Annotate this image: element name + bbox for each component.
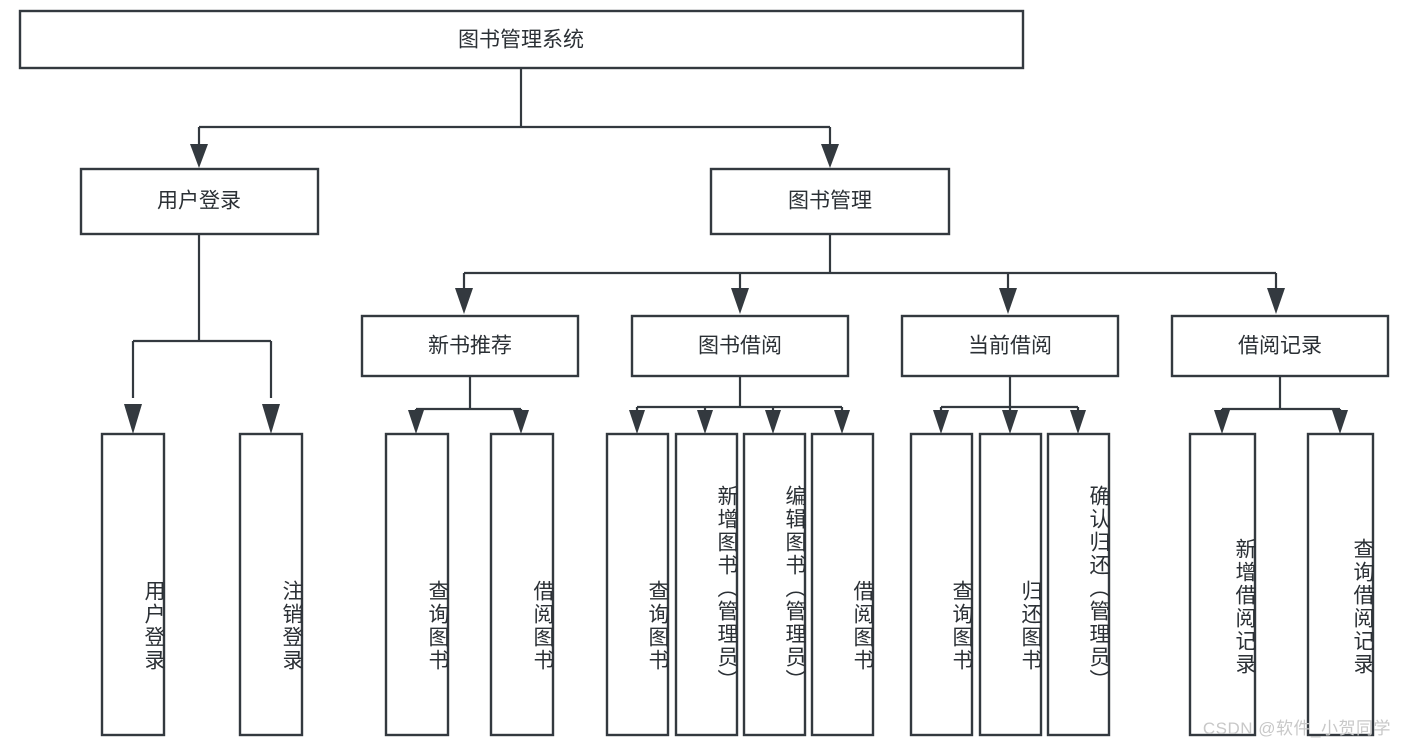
label-root: 图书管理系统 [458, 29, 584, 52]
node-box-root[interactable] [18, 9, 1025, 70]
arrow-head-leaf-user-login [124, 404, 142, 434]
connectors-current-borrow-to-leaves [933, 376, 1086, 434]
connectors-book-mgmt-to-level3 [455, 234, 1285, 314]
arrow-head-borrow-record [1267, 288, 1285, 314]
arrow-head-book-borrow [731, 288, 749, 314]
node-box-user-login[interactable] [79, 167, 320, 236]
arrow-head-cb-leaf3 [1070, 410, 1086, 434]
connectors-user-login-to-leaves [124, 234, 280, 434]
csdn-watermark: CSDN @软件_小贺同学 [1202, 719, 1391, 738]
arrow-head-nb-leaf2 [513, 410, 529, 434]
node-box-book-management[interactable] [709, 167, 951, 236]
connectors-root-to-level2 [190, 68, 839, 168]
leaf-box-borrow-record-1[interactable] [1306, 432, 1375, 737]
arrow-head-current-borrow [999, 288, 1017, 314]
leaf-box-new-book-0[interactable] [384, 432, 450, 737]
leaf-box-new-book-1[interactable] [489, 432, 555, 737]
label-current-borrow: 当前借阅 [968, 335, 1052, 358]
leaf-box-book-borrow-0[interactable] [605, 432, 670, 737]
arrow-head-leaf-logout [262, 404, 280, 434]
arrow-head-cb-leaf1 [933, 410, 949, 434]
connectors-new-book-to-leaves [408, 376, 529, 434]
leaf-box-user-login-1[interactable] [238, 432, 304, 737]
leaf-box-book-borrow-3[interactable] [810, 432, 875, 737]
arrow-head-nb-leaf1 [408, 410, 424, 434]
arrow-head-new-book [455, 288, 473, 314]
arrow-head-user-login [190, 144, 208, 168]
arrow-head-bb-leaf4 [834, 410, 850, 434]
label-borrow-record: 借阅记录 [1238, 335, 1322, 358]
leaf-box-current-borrow-2[interactable] [1046, 432, 1111, 737]
arrow-head-book-mgmt [821, 144, 839, 168]
arrow-head-cb-leaf2 [1002, 410, 1018, 434]
leaf-box-borrow-record-0[interactable] [1188, 432, 1257, 737]
node-box-new-book-recommend[interactable] [360, 314, 580, 378]
connectors-book-borrow-to-leaves [629, 376, 850, 434]
arrow-head-br-leaf1 [1214, 410, 1230, 434]
leaf-box-user-login-0[interactable] [100, 432, 166, 737]
label-new-book-recommend: 新书推荐 [428, 335, 512, 358]
label-user-login: 用户登录 [157, 190, 241, 213]
label-book-management: 图书管理 [788, 190, 872, 213]
label-book-borrow: 图书借阅 [698, 335, 782, 358]
arrow-head-bb-leaf1 [629, 410, 645, 434]
arrow-head-bb-leaf2 [697, 410, 713, 434]
arrow-head-br-leaf2 [1332, 410, 1348, 434]
leaf-box-book-borrow-1[interactable] [674, 432, 739, 737]
leaf-box-book-borrow-2[interactable] [742, 432, 807, 737]
leaf-box-current-borrow-0[interactable] [909, 432, 974, 737]
node-box-borrow-record[interactable] [1170, 314, 1390, 378]
node-box-current-borrow[interactable] [900, 314, 1120, 378]
leaf-box-current-borrow-1[interactable] [978, 432, 1043, 737]
connectors-borrow-record-to-leaves [1214, 376, 1348, 434]
arrow-head-bb-leaf3 [765, 410, 781, 434]
node-box-book-borrow[interactable] [630, 314, 850, 378]
